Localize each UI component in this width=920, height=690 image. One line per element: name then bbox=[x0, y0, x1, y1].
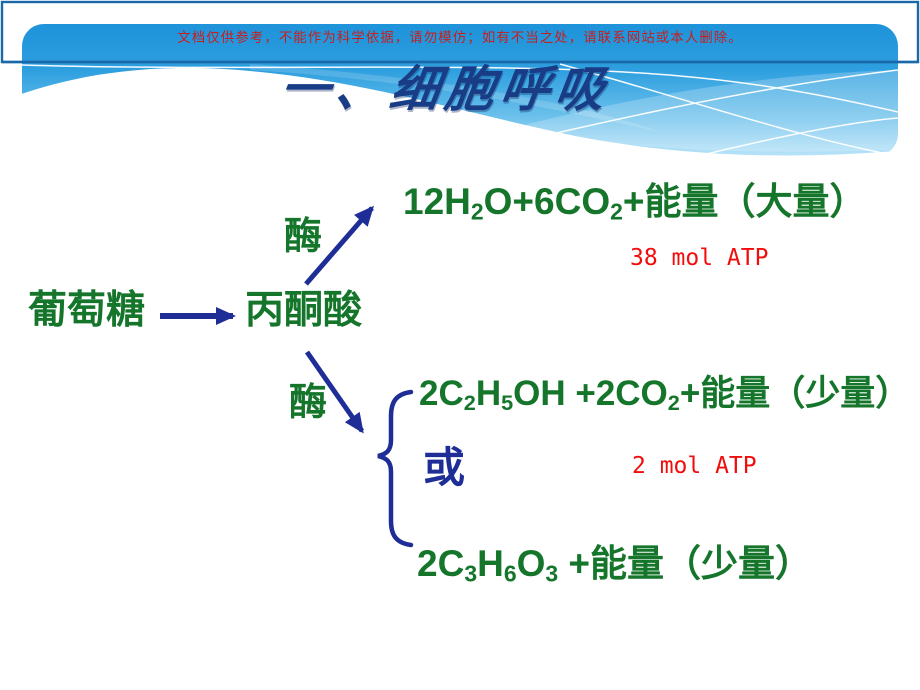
formula-subscript: 3 bbox=[464, 560, 478, 587]
formula-subscript: 6 bbox=[503, 560, 517, 587]
formula-text: O bbox=[516, 543, 546, 584]
aerobic-atp-yield: 38 mol ATP bbox=[630, 245, 769, 271]
formula-subscript: 3 bbox=[545, 560, 559, 587]
white-wave bbox=[0, 68, 920, 176]
formula-text: 2C bbox=[417, 543, 465, 584]
aerobic-products-formula: 12H2O+6CO2+能量（大量） bbox=[403, 181, 867, 225]
alcohol-fermentation-formula: 2C2H5OH +2CO2+能量（少量） bbox=[419, 374, 911, 416]
enzyme-label-top: 酶 bbox=[284, 216, 323, 258]
slide-title: 一、细胞呼吸 bbox=[276, 63, 615, 117]
header-wave-art bbox=[0, 0, 920, 176]
formula-text: +能量（少量） bbox=[558, 543, 813, 584]
formula-text: H bbox=[477, 543, 504, 584]
formula-text: 12H bbox=[403, 181, 471, 222]
formula-text: H bbox=[475, 374, 502, 413]
formula-subscript: 2 bbox=[610, 198, 623, 225]
formula-subscript: 2 bbox=[667, 390, 680, 416]
fermentation-atp-yield: 2 mol ATP bbox=[632, 453, 757, 479]
header-light-overlay-2 bbox=[250, 64, 660, 132]
formula-text: +能量（少量） bbox=[679, 374, 911, 413]
header-light-overlay bbox=[520, 70, 898, 152]
lactic-fermentation-formula: 2C3H6O3 +能量（少量） bbox=[417, 543, 813, 587]
disclaimer-banner: 文档仅供参考，不能作为科学依据，请勿模仿；如有不当之处，请联系网站或本人删除。 bbox=[177, 30, 743, 45]
top-frame-border bbox=[0, 0, 920, 64]
formula-subscript: 2 bbox=[470, 198, 484, 225]
formula-subscript: 2 bbox=[463, 390, 476, 416]
pyruvate-node: 丙酮酸 bbox=[245, 289, 363, 332]
formula-text: O+6CO bbox=[483, 181, 611, 222]
formula-text: OH +2CO bbox=[513, 374, 668, 413]
formula-text: 2C bbox=[419, 374, 464, 413]
left-curly-brace bbox=[377, 389, 414, 548]
enzyme-label-bottom: 酶 bbox=[289, 382, 328, 424]
formula-subscript: 5 bbox=[501, 390, 514, 416]
or-label: 或 bbox=[423, 444, 466, 491]
formula-text: +能量（大量） bbox=[622, 181, 867, 222]
glucose-node: 葡萄糖 bbox=[28, 289, 146, 332]
